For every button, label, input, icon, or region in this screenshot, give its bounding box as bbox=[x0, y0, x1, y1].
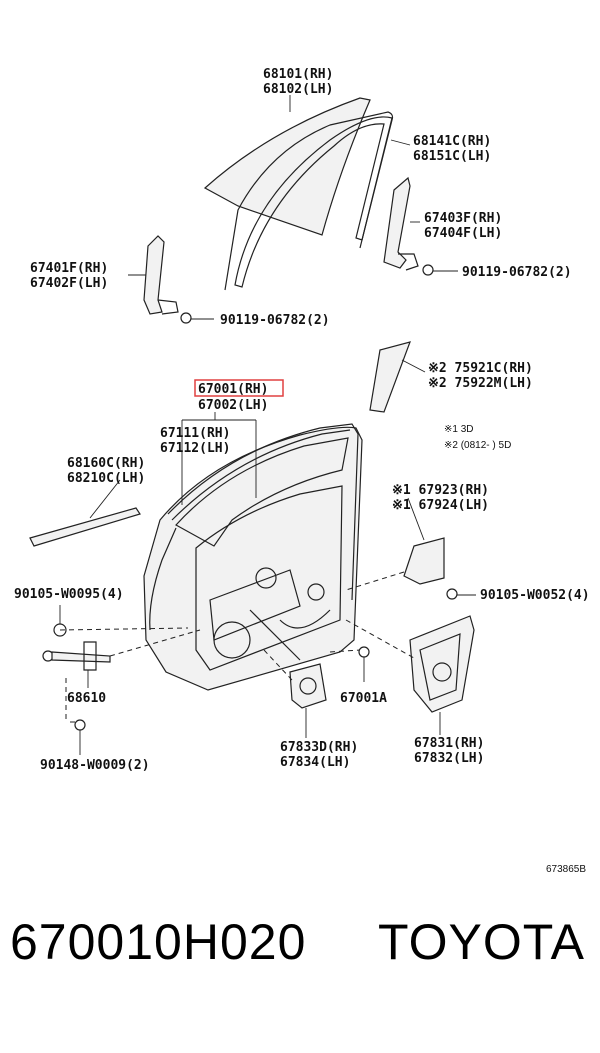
front-sash bbox=[128, 235, 214, 324]
label-bolt-left: 90105-W0095(4) bbox=[14, 587, 124, 602]
label-glass-rh: 68101(RH) bbox=[263, 67, 333, 82]
label-door-check: 68610 bbox=[67, 691, 106, 706]
label-garnish-lh: ※2 75922M(LH) bbox=[428, 376, 533, 391]
label-bolt-upper-right: 90119-06782(2) bbox=[462, 265, 572, 280]
door-weatherstrip bbox=[167, 420, 359, 601]
label-rear-sash-lh: 67404F(LH) bbox=[424, 226, 502, 241]
door-panel bbox=[143, 412, 363, 691]
note-1: ※1 3D bbox=[444, 424, 474, 435]
door-parts-diagram: 68101(RH) 68102(LH) 68141C(RH) 68151C(LH… bbox=[14, 67, 590, 875]
label-service-hole-cover-lh: 67834(LH) bbox=[280, 755, 350, 770]
label-bolt-upper-left: 90119-06782(2) bbox=[220, 313, 330, 328]
door-garnish bbox=[369, 341, 426, 413]
label-inner-cover-lh: 67832(LH) bbox=[414, 751, 484, 766]
door-check bbox=[42, 605, 111, 755]
label-rear-sash-rh: 67403F(RH) bbox=[424, 211, 502, 226]
label-belt-moulding-rh: 68160C(RH) bbox=[67, 456, 145, 471]
label-door-panel-rh: 67001(RH) bbox=[198, 382, 268, 397]
label-bolt-bottom: 90148-W0009(2) bbox=[40, 758, 150, 773]
figure-reference: 673865B bbox=[546, 864, 586, 875]
door-inner-cover bbox=[409, 615, 475, 735]
label-front-sash-lh: 67402F(LH) bbox=[30, 276, 108, 291]
label-weatherstrip-lh: 67112(LH) bbox=[160, 441, 230, 456]
assembly-lines bbox=[59, 571, 415, 681]
glass-run-channel bbox=[224, 111, 411, 291]
door-clip bbox=[358, 646, 370, 682]
label-bracket-lh: ※1 67924(LH) bbox=[392, 498, 489, 513]
rear-sash bbox=[383, 176, 458, 276]
label-service-hole-cover-rh: 67833D(RH) bbox=[280, 740, 358, 755]
label-front-sash-rh: 67401F(RH) bbox=[30, 261, 108, 276]
door-glass bbox=[203, 95, 371, 236]
label-run-channel-rh: 68141C(RH) bbox=[413, 134, 491, 149]
highlight-box bbox=[194, 379, 284, 397]
label-door-panel-lh: 67002(LH) bbox=[198, 398, 268, 413]
note-2: ※2 (0812- ) 5D bbox=[444, 440, 511, 451]
service-hole-cover bbox=[289, 663, 327, 738]
label-belt-moulding-lh: 68210C(LH) bbox=[67, 471, 145, 486]
label-weatherstrip-rh: 67111(RH) bbox=[160, 426, 230, 441]
footer-part-number: 670010H020 bbox=[10, 914, 307, 970]
label-glass-lh: 68102(LH) bbox=[263, 82, 333, 97]
label-run-channel-lh: 68151C(LH) bbox=[413, 149, 491, 164]
label-clip: 67001A bbox=[340, 691, 387, 706]
label-inner-cover-rh: 67831(RH) bbox=[414, 736, 484, 751]
label-garnish-rh: ※2 75921C(RH) bbox=[428, 361, 533, 376]
door-bracket bbox=[403, 497, 476, 600]
label-bolt-right: 90105-W0052(4) bbox=[480, 588, 590, 603]
belt-moulding bbox=[29, 479, 141, 547]
part-labels: 68101(RH) 68102(LH) 68141C(RH) 68151C(LH… bbox=[14, 67, 590, 875]
footer-brand: TOYOTA bbox=[378, 914, 585, 970]
label-bracket-rh: ※1 67923(RH) bbox=[392, 483, 489, 498]
